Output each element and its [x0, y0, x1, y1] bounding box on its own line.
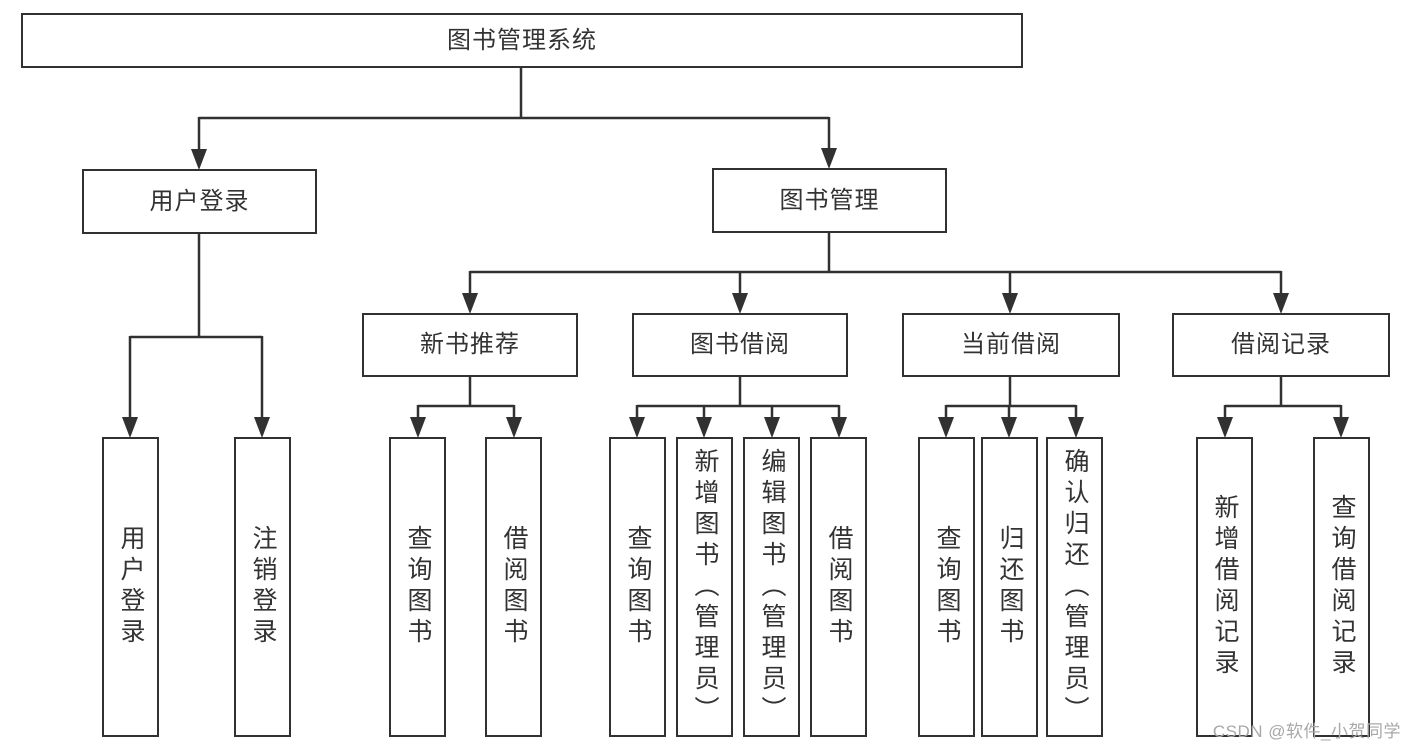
node-book-borrow: 图书借阅 — [632, 313, 848, 377]
leaf-br-add-record-label: 新增借阅记录 — [1211, 494, 1239, 680]
edge-borrow-records-to-leaves — [1223, 376, 1343, 420]
leaf-logout-label: 注销登录 — [249, 525, 277, 649]
node-book-borrow-label: 图书借阅 — [690, 331, 790, 358]
edge-root-to-level2 — [197, 68, 831, 152]
leaf-nb-borrow-books-label: 借阅图书 — [500, 525, 528, 649]
node-current-borrow: 当前借阅 — [902, 313, 1120, 377]
node-root-label: 图书管理系统 — [447, 26, 597, 54]
node-new-book-recommend: 新书推荐 — [362, 313, 578, 377]
leaf-cb-return-books: 归还图书 — [981, 437, 1038, 737]
node-root: 图书管理系统 — [21, 13, 1023, 68]
leaf-nb-query-books: 查询图书 — [389, 437, 446, 737]
leaf-bb-edit-books-admin-label: 编辑图书（管理员） — [758, 447, 786, 727]
node-book-management: 图书管理 — [712, 168, 947, 233]
leaf-bb-borrow-books-label: 借阅图书 — [825, 525, 853, 649]
leaf-cb-confirm-return-admin-label: 确认归还（管理员） — [1061, 447, 1089, 727]
leaf-bb-add-books-admin: 新增图书（管理员） — [676, 437, 733, 737]
edge-new-books-to-leaves — [416, 376, 516, 420]
leaf-br-query-record-label: 查询借阅记录 — [1328, 494, 1356, 680]
node-current-borrow-label: 当前借阅 — [961, 331, 1061, 358]
edge-current-borrow-to-leaves — [944, 376, 1078, 420]
leaf-user-login: 用户登录 — [102, 437, 159, 737]
leaf-nb-query-books-label: 查询图书 — [404, 525, 432, 649]
leaf-br-query-record: 查询借阅记录 — [1313, 437, 1370, 737]
leaf-nb-borrow-books: 借阅图书 — [485, 437, 542, 737]
leaf-bb-borrow-books: 借阅图书 — [810, 437, 867, 737]
node-new-book-recommend-label: 新书推荐 — [420, 331, 520, 358]
leaf-user-login-label: 用户登录 — [117, 525, 145, 649]
leaf-logout: 注销登录 — [234, 437, 291, 737]
csdn-watermark: CSDN @软件_小贺同学 — [1212, 722, 1401, 741]
node-user-login-label: 用户登录 — [149, 187, 250, 215]
leaf-cb-confirm-return-admin: 确认归还（管理员） — [1046, 437, 1103, 737]
edge-book-mgmt-to-level3 — [468, 232, 1283, 296]
leaf-bb-add-books-admin-label: 新增图书（管理员） — [691, 447, 719, 727]
node-borrow-records-label: 借阅记录 — [1231, 331, 1331, 358]
leaf-bb-query-books-label: 查询图书 — [624, 525, 652, 649]
leaf-cb-query-books: 查询图书 — [918, 437, 975, 737]
edge-user-login-to-leaves — [128, 233, 264, 420]
node-user-login: 用户登录 — [82, 169, 317, 234]
edge-book-borrow-to-leaves — [635, 376, 841, 420]
leaf-br-add-record: 新增借阅记录 — [1196, 437, 1253, 737]
node-borrow-records: 借阅记录 — [1172, 313, 1390, 377]
leaf-bb-query-books: 查询图书 — [609, 437, 666, 737]
leaf-cb-query-books-label: 查询图书 — [933, 525, 961, 649]
node-book-management-label: 图书管理 — [779, 186, 880, 214]
leaf-bb-edit-books-admin: 编辑图书（管理员） — [743, 437, 800, 737]
leaf-cb-return-books-label: 归还图书 — [996, 525, 1024, 649]
